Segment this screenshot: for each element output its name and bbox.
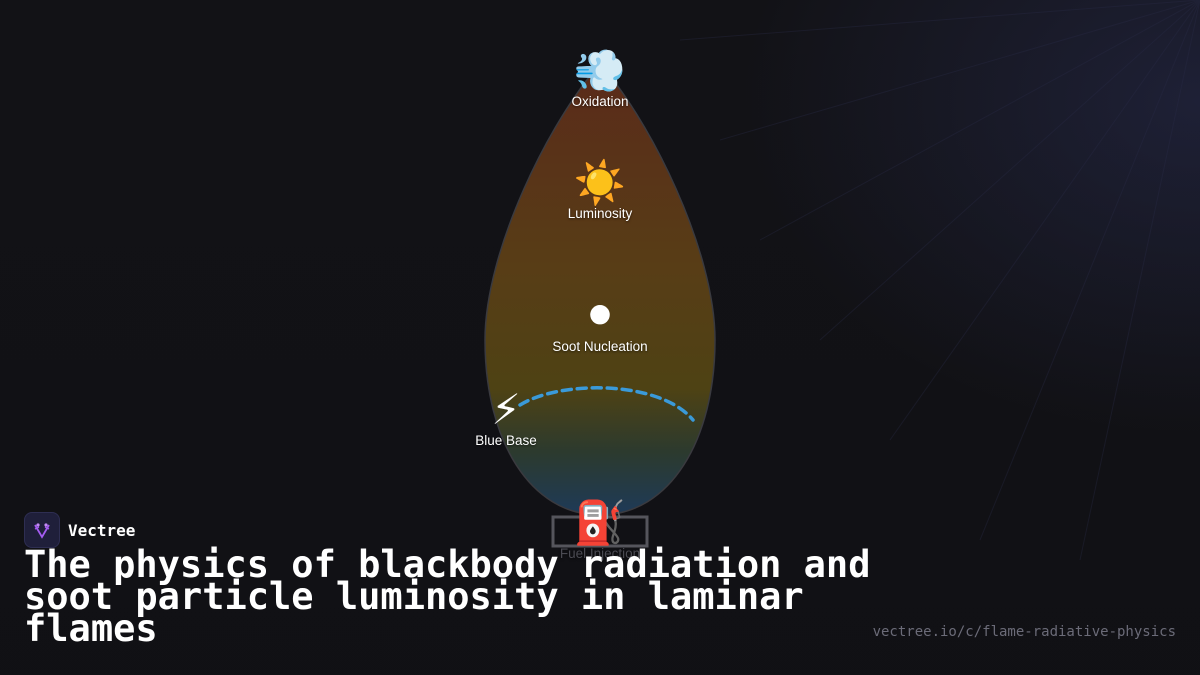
node-soot-nucleation: ⚫ Soot Nucleation [552,291,648,355]
brand: Vectree [24,512,135,548]
fuel-injector-box [551,515,649,548]
node-oxidation: 💨 Oxidation [571,46,629,110]
flame-shape [484,62,716,516]
black-circle-icon: ⚫ [582,291,618,340]
blue-base-arc [518,386,695,422]
sun-icon: ☀️ [573,158,627,207]
node-label: Blue Base [475,433,537,448]
node-label: Soot Nucleation [552,339,648,354]
node-luminosity: ☀️ Luminosity [567,158,633,222]
page-title: The physics of blackbody radiation and s… [24,543,871,650]
vectree-logo-icon [24,512,60,548]
background-rays [680,0,1200,560]
node-blue-base: ⚡ Blue Base [475,385,537,449]
source-url[interactable]: vectree.io/c/flame-radiative-physics [872,624,1176,640]
dash-symbol-icon: 💨 [573,46,627,95]
fuel-pump-icon: ⛽ [573,498,627,547]
node-fuel-injection: ⛽ Fuel Injection [559,498,641,562]
lightning-icon: ⚡ [491,385,521,434]
node-label: Oxidation [571,94,629,109]
node-label: Fuel Injection [559,546,641,561]
brand-name: Vectree [68,520,136,540]
node-label: Luminosity [567,206,633,221]
